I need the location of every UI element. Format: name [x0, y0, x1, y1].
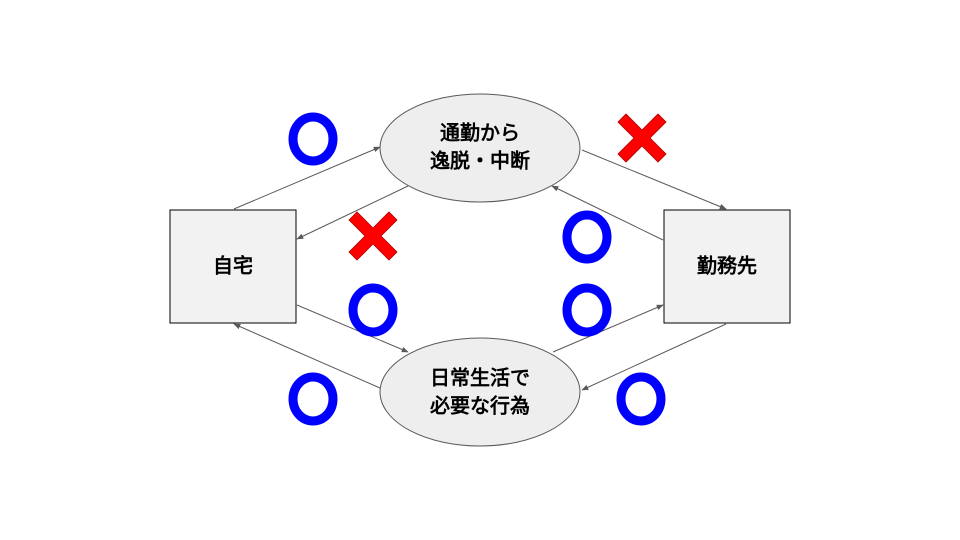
arrow-deviation-to-work	[581, 149, 727, 210]
home-box	[169, 209, 297, 324]
deviation-node: 通勤から 逸脱・中断	[379, 93, 581, 203]
arrow-work-to-deviation	[551, 185, 664, 241]
arrow-home-to-daily	[296, 304, 409, 353]
daily-label-line-1: 日常生活で	[430, 366, 530, 390]
daily-oval	[379, 337, 581, 447]
deviation-label-line-2: 逸脱・中断	[430, 149, 530, 173]
home-label: 自宅	[213, 254, 253, 278]
arrow-home-to-deviation	[233, 146, 381, 210]
ok-circle-icon	[288, 372, 338, 426]
daily-label-line-2: 必要な行為	[429, 394, 530, 418]
arrow-daily-to-work	[552, 304, 664, 353]
arrow-work-to-daily	[581, 323, 727, 391]
ok-circle-icon	[616, 372, 666, 426]
ok-circle-icon	[562, 283, 612, 337]
work-box	[663, 209, 791, 324]
daily-node: 日常生活で 必要な行為	[379, 337, 581, 447]
work-node: 勤務先	[663, 209, 791, 324]
ng-marks	[348, 113, 667, 261]
ok-circle-icon	[288, 112, 338, 166]
deviation-label-line-1: 通勤から	[440, 121, 520, 145]
deviation-oval	[379, 93, 581, 203]
arrow-daily-to-home	[233, 323, 381, 389]
ok-circle-icon	[562, 210, 612, 264]
arrows	[233, 146, 727, 391]
arrow-deviation-to-home	[296, 185, 409, 240]
ng-cross-icon	[617, 113, 667, 163]
work-label: 勤務先	[697, 254, 757, 278]
ng-cross-icon	[348, 211, 398, 261]
ok-marks	[288, 112, 666, 426]
home-node: 自宅	[169, 209, 297, 324]
ok-circle-icon	[348, 283, 398, 337]
